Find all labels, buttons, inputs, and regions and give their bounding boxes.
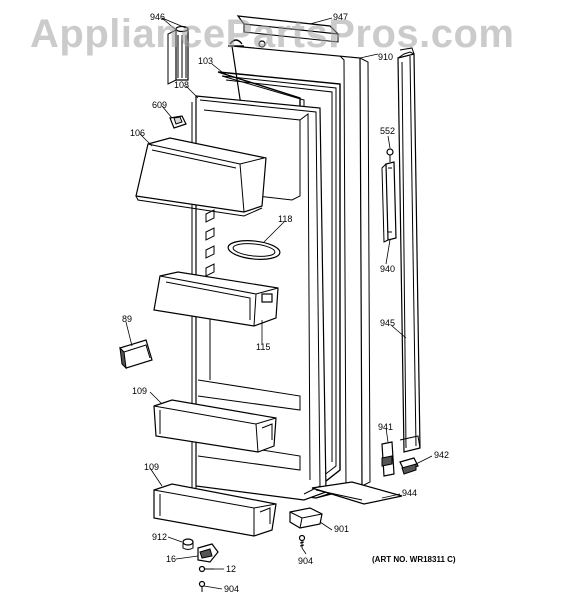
part-89-bracket[interactable] <box>119 339 153 370</box>
part-941-lower-bracket[interactable] <box>381 441 395 477</box>
callout-118: 118 <box>278 214 292 224</box>
part-609-clip[interactable] <box>169 115 187 129</box>
callout-904-right: 904 <box>298 556 313 566</box>
part-109-upper-bin[interactable] <box>153 399 277 453</box>
art-number: (ART NO. WR18311 C) <box>372 555 456 564</box>
callout-89: 89 <box>122 314 132 324</box>
part-901-hinge-block[interactable] <box>289 507 323 529</box>
part-16-hinge[interactable] <box>197 543 219 563</box>
part-106-dairy-cover[interactable] <box>135 137 267 217</box>
callout-labels: 946 947 910 103 108 609 106 552 118 940 … <box>122 12 456 594</box>
callout-901: 901 <box>334 524 349 534</box>
part-947-top-cap[interactable] <box>236 15 340 43</box>
callout-940: 940 <box>380 264 395 274</box>
callout-904-bottom: 904 <box>224 584 239 594</box>
part-118-badge[interactable] <box>227 238 281 261</box>
callout-552: 552 <box>380 126 395 136</box>
callout-941: 941 <box>378 422 393 432</box>
part-904-screw-right[interactable] <box>298 534 306 549</box>
part-904-screw-bottom[interactable] <box>198 580 206 593</box>
part-942-clip[interactable] <box>399 457 419 475</box>
callout-947: 947 <box>333 12 348 22</box>
callout-109-lower: 109 <box>144 462 159 472</box>
callout-912: 912 <box>152 532 167 542</box>
part-945-handle[interactable] <box>397 47 421 453</box>
part-552-screw[interactable] <box>386 148 394 162</box>
part-109-lower-bin[interactable] <box>153 483 277 537</box>
callout-12: 12 <box>226 564 236 574</box>
part-912-cap[interactable] <box>182 538 194 550</box>
callout-942: 942 <box>434 450 449 460</box>
callout-106: 106 <box>130 128 145 138</box>
part-940-handle-bracket[interactable] <box>381 161 397 243</box>
part-115-bin[interactable] <box>153 271 279 327</box>
leader-lines <box>125 17 433 590</box>
callout-944: 944 <box>402 488 417 498</box>
callout-109-upper: 109 <box>132 386 147 396</box>
callout-108: 108 <box>174 80 189 90</box>
callout-910: 910 <box>378 52 393 62</box>
callout-115: 115 <box>256 342 270 352</box>
part-944-bottom-trim[interactable] <box>311 481 403 505</box>
part-946-hinge[interactable] <box>167 25 189 85</box>
callout-946: 946 <box>150 12 165 22</box>
callout-945: 945 <box>380 318 395 328</box>
part-12-pin[interactable] <box>198 565 215 573</box>
callout-609: 609 <box>152 100 167 110</box>
callout-103: 103 <box>198 56 213 66</box>
part-hinge-hardware[interactable] <box>228 39 266 48</box>
callout-16: 16 <box>166 554 176 564</box>
